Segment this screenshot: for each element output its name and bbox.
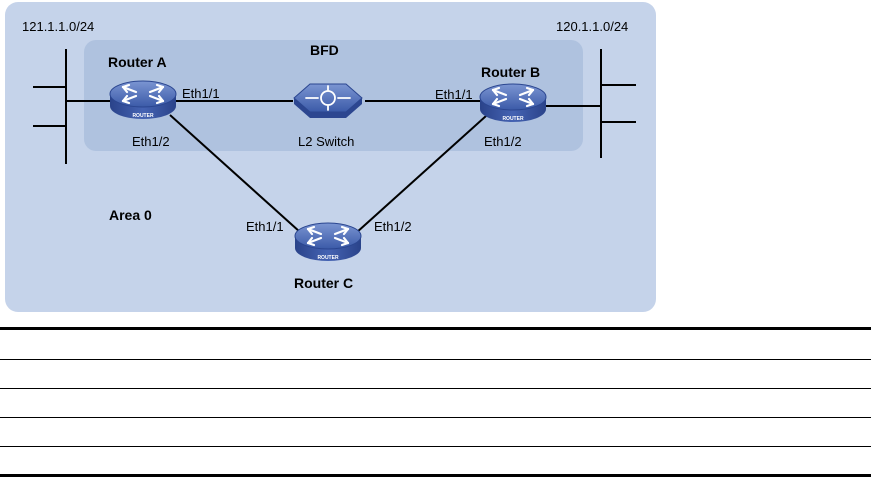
left-network-label: 121.1.1.0/24 — [22, 19, 94, 34]
area-label: Area 0 — [109, 207, 152, 223]
router-a-label: Router A — [108, 54, 167, 70]
link-b-c — [355, 115, 487, 234]
router-c-badge: ROUTER — [317, 255, 339, 261]
router-c-label: Router C — [294, 275, 353, 291]
link-a-c — [169, 114, 301, 233]
switch-icon — [293, 83, 363, 119]
router-c-eth1-1-label: Eth1/1 — [246, 219, 284, 234]
router-b-label: Router B — [481, 64, 540, 80]
table-top-rule — [0, 327, 871, 330]
router-a-eth1-2-label: Eth1/2 — [132, 134, 170, 149]
table-bottom-rule — [0, 474, 871, 477]
router-a-eth1-1-label: Eth1/1 — [182, 86, 220, 101]
router-c[interactable]: ROUTER — [293, 221, 363, 263]
router-c-eth1-2-label: Eth1/2 — [374, 219, 412, 234]
left-lan-segment — [33, 49, 67, 164]
router-a[interactable]: ROUTER — [108, 79, 178, 121]
table-row-rule — [0, 446, 871, 447]
router-b[interactable]: ROUTER — [478, 82, 548, 124]
right-lan-segment — [600, 49, 636, 158]
table-row-rule — [0, 417, 871, 418]
table-row-rule — [0, 388, 871, 389]
router-a-badge: ROUTER — [132, 113, 154, 119]
bfd-label: BFD — [310, 42, 339, 58]
switch-label: L2 Switch — [298, 134, 354, 149]
router-b-eth1-1-label: Eth1/1 — [435, 87, 473, 102]
router-b-badge: ROUTER — [502, 116, 524, 122]
right-network-label: 120.1.1.0/24 — [556, 19, 628, 34]
table-row-rule — [0, 359, 871, 360]
l2-switch[interactable] — [293, 83, 363, 119]
network-diagram: ROUTER ROUTER ROUTER 121.1.1.0/24 120.1.… — [5, 2, 656, 312]
router-b-eth1-2-label: Eth1/2 — [484, 134, 522, 149]
